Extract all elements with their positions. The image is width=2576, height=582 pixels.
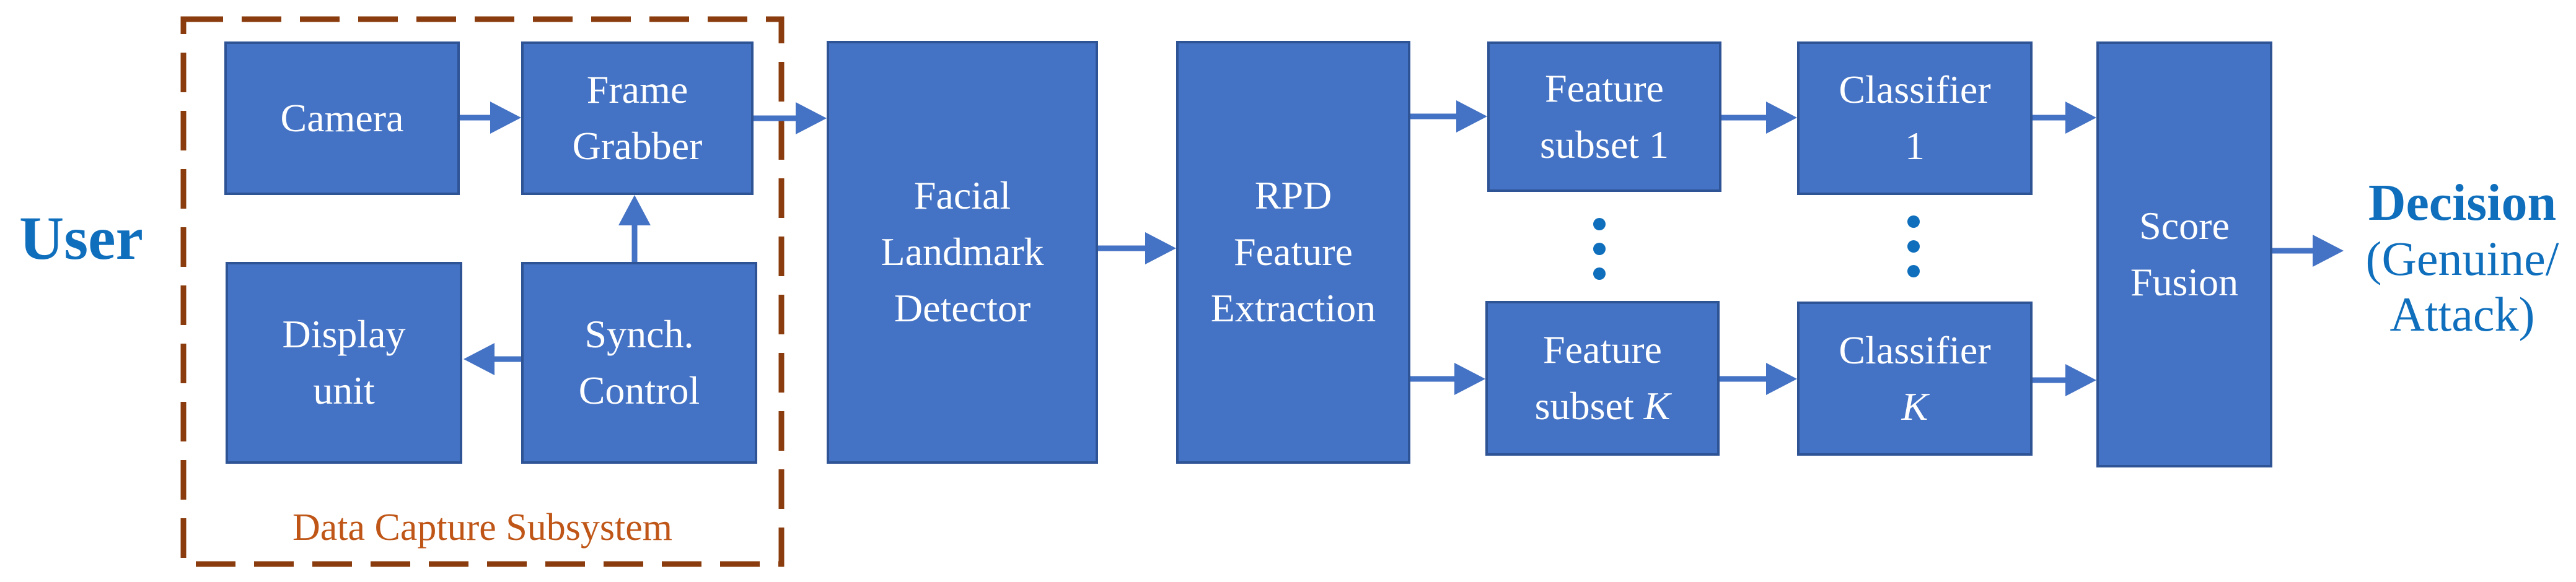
arrow-frame-grabber-to-landmark-detector <box>754 102 827 134</box>
decision-subtitle-line1: (Genuine/ <box>2365 232 2559 285</box>
decision-subtitle-line2: Attack) <box>2389 287 2535 341</box>
arrow-head <box>1766 102 1797 134</box>
dot <box>1907 265 1920 277</box>
camera-box: Camera <box>224 41 460 195</box>
arrow-feature-subset-1-to-classifier-1 <box>1721 102 1797 134</box>
dot <box>1593 243 1606 255</box>
arrow-head <box>2313 235 2344 267</box>
arrow-rpd-to-feature-subset-1 <box>1410 100 1487 132</box>
arrow-camera-to-frame-grabber <box>460 102 521 134</box>
arrow-landmark-detector-to-rpd <box>1098 232 1176 264</box>
display-unit-box: Display unit <box>226 262 462 464</box>
camera-box-label: Camera <box>280 95 404 140</box>
feature-subset-1-box-label: Feature subset 1 <box>1540 66 1669 167</box>
arrow-feature-subset-k-to-classifier-k <box>1720 363 1797 395</box>
score-fusion-box: Score Fusion <box>2096 41 2272 467</box>
classifier-ellipsis-dots <box>1907 215 1920 277</box>
classifier-k-index: K <box>1901 384 1928 428</box>
arrow-rpd-to-feature-subset-k <box>1410 363 1485 395</box>
arrow-synch-to-frame-grabber <box>618 195 651 262</box>
score-fusion-box-label: Score Fusion <box>2130 204 2239 304</box>
classifier-k-prefix: Classifier <box>1839 328 1991 372</box>
frame-grabber-box: Frame Grabber <box>521 41 754 195</box>
classifier-1-box: Classifier 1 <box>1797 41 2033 195</box>
arrow-head <box>490 102 521 134</box>
feature-subset-1-box: Feature subset 1 <box>1487 41 1721 192</box>
feature-subset-k-box: Feature subset K <box>1485 301 1720 456</box>
facial-landmark-detector-box-label: Facial Landmark Detector <box>881 173 1044 330</box>
feature-subset-k-box-label: Feature subset K <box>1535 322 1671 435</box>
classifier-k-box-label: Classifier K <box>1839 323 1990 435</box>
arrow-head <box>1766 363 1797 395</box>
synch-control-box-label: Synch. Control <box>578 312 700 412</box>
feature-subset-k-index: K <box>1643 384 1671 428</box>
display-unit-box-label: Display unit <box>282 312 406 412</box>
facial-landmark-detector-box: Facial Landmark Detector <box>827 41 1098 464</box>
decision-title: Decision <box>2368 174 2557 232</box>
rpd-feature-extraction-box: RPD Feature Extraction <box>1176 41 1410 464</box>
arrow-head <box>1454 363 1485 395</box>
arrow-synch-to-display-unit <box>464 343 521 375</box>
arrow-head <box>1145 232 1176 264</box>
arrow-head <box>2065 102 2096 134</box>
arrow-score-fusion-to-decision <box>2272 235 2344 267</box>
dot <box>1907 240 1920 253</box>
arrow-head <box>1456 100 1487 132</box>
dot <box>1593 267 1606 280</box>
synch-control-box: Synch. Control <box>521 262 757 464</box>
arrow-classifier-1-to-score-fusion <box>2033 102 2096 134</box>
arrow-head <box>796 102 827 134</box>
user-label: User <box>19 204 143 272</box>
dot <box>1593 218 1606 230</box>
data-capture-subsystem-boundary <box>180 16 785 567</box>
dot <box>1907 215 1920 228</box>
rpd-feature-extraction-box-label: RPD Feature Extraction <box>1210 173 1376 330</box>
classifier-k-box: Classifier K <box>1797 302 2033 456</box>
arrow-classifier-k-to-score-fusion <box>2033 364 2096 396</box>
arrow-head <box>618 195 651 225</box>
classifier-1-box-label: Classifier 1 <box>1839 67 1991 168</box>
arrow-head <box>464 343 495 375</box>
frame-grabber-box-label: Frame Grabber <box>572 67 703 168</box>
data-capture-subsystem-label: Data Capture Subsystem <box>292 506 672 549</box>
decision-label: Decision (Genuine/ Attack) <box>2349 175 2576 342</box>
arrow-head <box>2065 364 2096 396</box>
feature-subset-ellipsis-dots <box>1593 218 1606 280</box>
feature-subset-k-prefix: Feature subset <box>1534 328 1662 428</box>
